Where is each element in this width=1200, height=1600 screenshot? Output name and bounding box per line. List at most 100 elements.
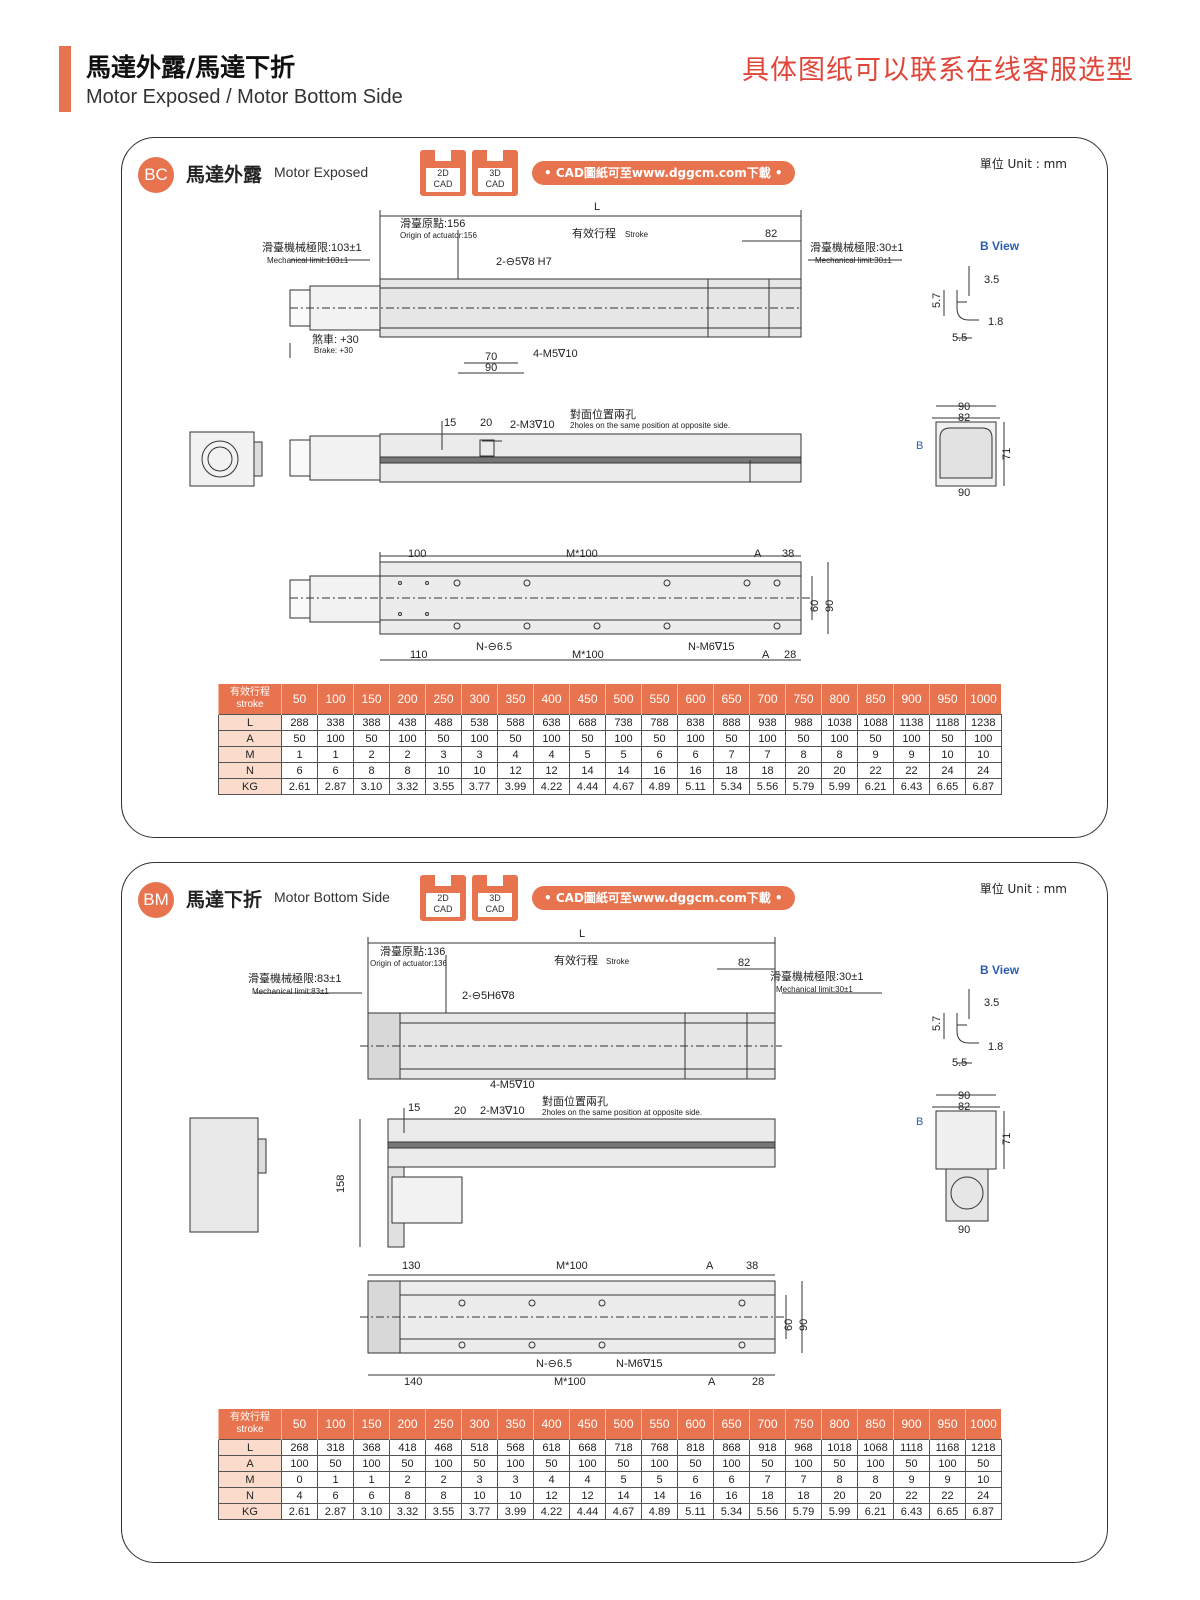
dim-90: 90 (485, 362, 497, 374)
table-cell: 100 (569, 1455, 606, 1472)
cad-download-link[interactable]: • CAD圖紙可至www.dggcm.com下載 • (532, 161, 795, 185)
stroke-header-cell: 250 (425, 684, 462, 715)
bv-5.7: 5.7 (931, 293, 943, 308)
stroke-header-cell: 900 (893, 684, 930, 715)
table-cell: 10 (965, 746, 1002, 763)
table-cell: 100 (965, 730, 1002, 747)
table-cell: 8 (857, 1471, 894, 1488)
stroke-label-en: Stroke (625, 230, 649, 239)
table-cell: 468 (425, 1439, 462, 1456)
table-cell: 538 (461, 714, 498, 731)
table-cell: 7 (749, 746, 786, 763)
stroke-header-cell: 250 (425, 1409, 462, 1440)
m5-label: 4-M5∇10 (490, 1079, 535, 1091)
stroke-header-cell: 100 (317, 1409, 354, 1440)
mech-limit-left: 滑臺機械極限:103±1 (262, 240, 362, 254)
row-header-cell: M (218, 1471, 282, 1488)
table-cell: 988 (785, 714, 822, 731)
dim-158: 158 (335, 1175, 347, 1193)
table-cell: 638 (533, 714, 570, 731)
mech-limit-left-en: Mechanical limit:83±1 (252, 987, 329, 996)
table-cell: 18 (713, 762, 750, 779)
dim-L: L (579, 928, 585, 940)
table-cell: 100 (857, 1455, 894, 1472)
table-cell: 568 (497, 1439, 534, 1456)
table-cell: 2 (389, 1471, 426, 1488)
table-cell: 4.89 (641, 778, 678, 795)
table-cell: 3 (425, 746, 462, 763)
table-cell: 50 (533, 1455, 570, 1472)
table-cell: 6 (641, 746, 678, 763)
table-cell: 1 (353, 1471, 390, 1488)
table-cell: 20 (785, 762, 822, 779)
table-cell: 50 (641, 730, 678, 747)
row-header-cell: KG (218, 1503, 282, 1520)
bv-5.5: 5.5 (952, 1057, 967, 1069)
table-cell: 668 (569, 1439, 606, 1456)
table-cell: 20 (857, 1487, 894, 1504)
table-cell: 100 (353, 1455, 390, 1472)
table-cell: 9 (857, 746, 894, 763)
table-cell: 968 (785, 1439, 822, 1456)
table-cell: 3.10 (353, 1503, 390, 1520)
table-cell: 3.10 (353, 778, 390, 795)
table-cell: 100 (425, 1455, 462, 1472)
bv-3.5: 3.5 (984, 997, 999, 1009)
sv-90-bottom: 90 (958, 1224, 970, 1236)
dim-m100-top: M*100 (566, 548, 598, 560)
cad-3d-label: 3D (489, 893, 501, 903)
table-cell: 3.55 (425, 1503, 462, 1520)
table-cell: 9 (893, 1471, 930, 1488)
mech-limit-right-en: Mechanical limit:30±1 (776, 985, 853, 994)
n-6.5-label: N-⊖6.5 (476, 641, 512, 653)
table-cell: 3.99 (497, 1503, 534, 1520)
table-cell: 3.77 (461, 1503, 498, 1520)
row-header-cell: N (218, 762, 282, 779)
stroke-header-cell: 450 (569, 1409, 606, 1440)
table-cell: 9 (893, 746, 930, 763)
table-cell: 22 (857, 762, 894, 779)
dim-20: 20 (454, 1105, 466, 1117)
panel-code-badge: BC (138, 157, 174, 193)
table-cell: 5.11 (677, 778, 714, 795)
cad-download-link[interactable]: • CAD圖紙可至www.dggcm.com下載 • (532, 886, 795, 910)
table-cell: 868 (713, 1439, 750, 1456)
table-cell: 8 (389, 762, 426, 779)
table-cell: 100 (605, 730, 642, 747)
table-cell: 50 (605, 1455, 642, 1472)
table-cell: 6.21 (857, 1503, 894, 1520)
table-cell: 100 (821, 730, 858, 747)
dim-28: 28 (784, 649, 796, 661)
cad-2d-label-sub: CAD (433, 904, 453, 914)
table-cell: 0 (281, 1471, 318, 1488)
table-cell: 50 (281, 730, 318, 747)
stroke-header-cell: 50 (281, 1409, 318, 1440)
table-cell: 20 (821, 1487, 858, 1504)
stroke-header-cell: 300 (461, 684, 498, 715)
table-cell: 100 (893, 730, 930, 747)
table-cell: 3.77 (461, 778, 498, 795)
cad-3d-label-sub: CAD (485, 904, 505, 914)
table-cell: 10 (965, 1471, 1002, 1488)
table-cell: 5.11 (677, 1503, 714, 1520)
table-cell: 4 (497, 746, 534, 763)
m3-label: 2-M3∇10 (510, 419, 555, 431)
stroke-label: 有效行程 (554, 953, 598, 967)
table-cell: 22 (893, 762, 930, 779)
table-cell: 4.22 (533, 778, 570, 795)
table-cell: 7 (713, 746, 750, 763)
row-header-cell: A (218, 1455, 282, 1472)
table-cell: 22 (893, 1487, 930, 1504)
dim-A-bottom: A (762, 649, 770, 661)
motor-side-view (391, 1176, 463, 1224)
table-cell: 100 (785, 1455, 822, 1472)
